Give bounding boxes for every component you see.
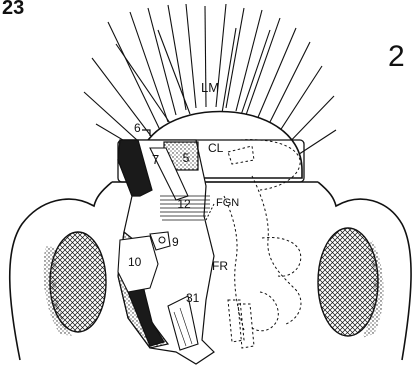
figure-number-right: 2 (388, 40, 405, 73)
frontogenal-label: FGN (216, 197, 239, 209)
muscle-10-label: 10 (128, 255, 142, 269)
muscle-7-label: 7 (152, 152, 159, 167)
right-eye (318, 228, 384, 338)
muscle-9-label: 9 (172, 235, 179, 249)
frons-label: FR (212, 259, 228, 273)
muscle-5-label: 5 (183, 151, 190, 165)
muscle-9-dot (159, 237, 165, 243)
figure-number-left: 23 (2, 0, 24, 19)
muscle-6-label: 6 (134, 121, 141, 135)
left-eye (43, 232, 106, 336)
clypeus-label: CL (208, 141, 224, 155)
labrum-label: LM (201, 80, 219, 95)
muscle-31-label: 31 (186, 291, 200, 305)
muscle-12-label: 12 (177, 197, 191, 211)
